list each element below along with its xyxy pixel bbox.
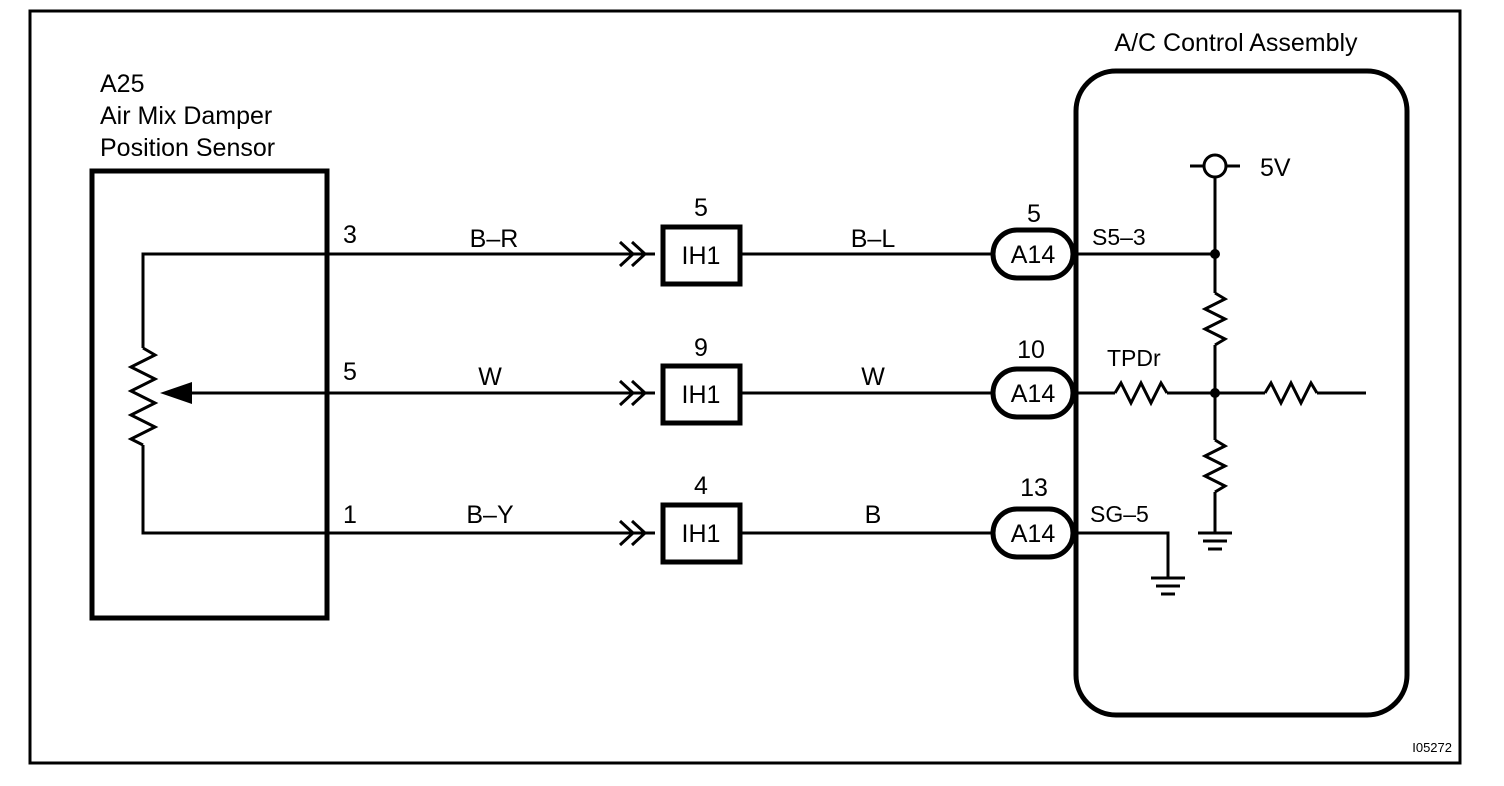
wiper-arrow: [160, 382, 192, 404]
ecu-connector-name: A14: [1011, 380, 1056, 408]
wire-row-2: 5 W 9 IH1 W 10 A14 TPDr: [327, 334, 1161, 426]
ecu-pin-label: 5: [1027, 200, 1041, 228]
connector-chevron-1: [618, 379, 636, 407]
sensor-internal-wire-top: [141, 252, 327, 348]
pullup-resistor: [1201, 291, 1229, 347]
sensor-block: A25 Air Mix Damper Position Sensor: [89, 70, 330, 621]
junction-pin-label: 4: [694, 472, 708, 500]
sensor-pin-label: 1: [343, 501, 357, 529]
connector-chevron-1: [618, 240, 636, 268]
sensor-name-line2: Position Sensor: [100, 134, 275, 162]
wire-row-1: 3 B–R 5 IH1 B–L 5 A14 S5–3: [327, 194, 1146, 287]
ecu-pin-label: 13: [1020, 474, 1048, 502]
output-resistor: [1263, 379, 1319, 407]
connector-chevron-1: [618, 519, 636, 547]
diagram-frame: [28, 9, 1462, 765]
ecu-connector-name: A14: [1011, 520, 1056, 548]
junction-name: IH1: [682, 520, 721, 548]
connector-chevron-2: [630, 379, 648, 407]
supply-label: 5V: [1260, 154, 1291, 182]
ecu-block: A/C Control Assembly 5V: [1073, 29, 1410, 718]
sensor-code: A25: [100, 70, 144, 98]
junction-pin-label: 5: [694, 194, 708, 222]
sensor-pin-label: 3: [343, 221, 357, 249]
tpdr-series-resistor: [1113, 379, 1169, 407]
junction-name: IH1: [682, 242, 721, 270]
wire-color-in: B–Y: [466, 501, 514, 529]
ecu-terminal-label: TPDr: [1107, 345, 1161, 371]
ecu-connector-name: A14: [1011, 241, 1056, 269]
junction-dot-top: [1210, 249, 1220, 259]
junction-name: IH1: [682, 381, 721, 409]
sensor-internal-wire-bottom: [141, 445, 327, 535]
connector-chevron-2: [630, 240, 648, 268]
wire-color-out: B–L: [851, 225, 896, 253]
ecu-pin-label: 10: [1017, 336, 1045, 364]
ecu-title: A/C Control Assembly: [1114, 29, 1358, 57]
figure-id: I05272: [1412, 740, 1452, 755]
sensor-name-line1: Air Mix Damper: [100, 102, 272, 130]
wire-color-out: W: [861, 363, 885, 391]
wire-color-out: B: [865, 501, 882, 529]
wire-color-in: B–R: [470, 225, 519, 253]
supply-terminal-icon: [1202, 153, 1228, 179]
sg-ground-wire: [1073, 531, 1170, 578]
sensor-pin-label: 5: [343, 358, 357, 386]
connector-chevron-2: [630, 519, 648, 547]
potentiometer-resistor: [127, 346, 159, 447]
junction-pin-label: 9: [694, 334, 708, 362]
pulldown-resistor: [1201, 438, 1229, 494]
wire-color-in: W: [478, 363, 502, 391]
wire-row-3: 1 B–Y 4 IH1 B 13 A14 SG–5: [327, 472, 1149, 565]
ecu-terminal-label: S5–3: [1092, 224, 1146, 250]
ecu-terminal-label: SG–5: [1090, 501, 1149, 527]
